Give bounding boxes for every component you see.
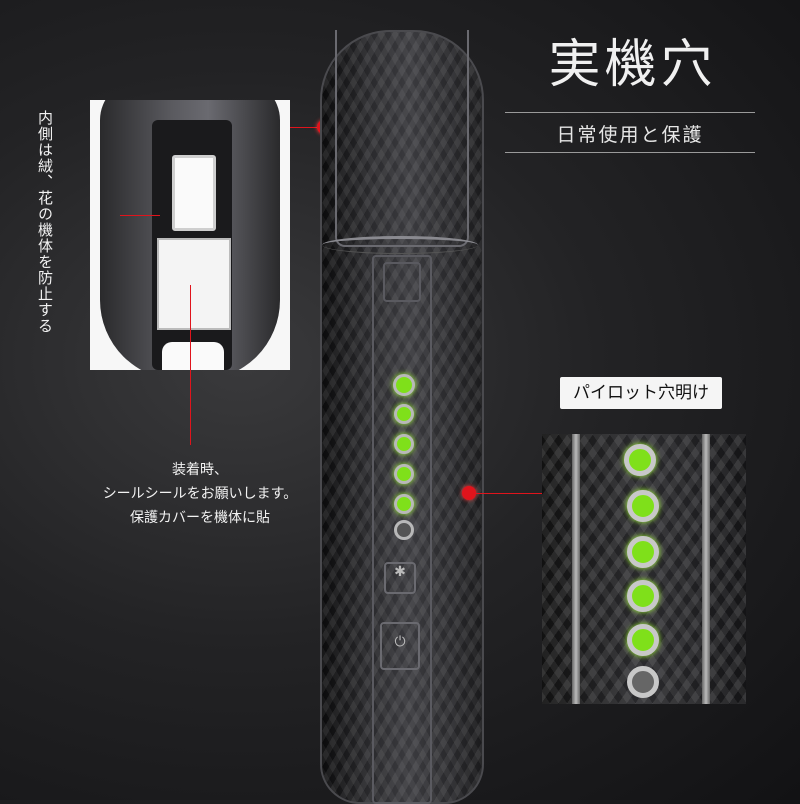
cover-window-middle — [157, 238, 231, 330]
page-subtitle: 日常使用と保護 — [556, 124, 704, 146]
device-led-2 — [394, 404, 414, 424]
closeup-led-5 — [627, 624, 659, 656]
device-fan-button: ✱ — [384, 562, 416, 594]
power-icon: ⏻ — [394, 634, 406, 650]
closeup-led-3 — [627, 536, 659, 568]
installation-note: 装着時、 シールシールをお願いします。 保護カバーを機体に貼 — [60, 458, 340, 530]
title-divider-bottom — [505, 152, 755, 153]
installation-note-line2: シールシールをお願いします。 — [102, 486, 298, 502]
led-closeup-image — [542, 434, 746, 704]
inner-closeup-image — [90, 100, 290, 370]
pilot-hole-label: パイロット穴明け — [560, 377, 722, 409]
cover-window-bottom — [162, 342, 224, 370]
device-mic-hole — [394, 520, 414, 540]
callout-line-inner — [120, 215, 160, 216]
inner-material-note: 内側は絨、花の機体を防止する — [36, 110, 54, 334]
closeup-mic-hole — [627, 666, 659, 698]
device-led-1 — [393, 374, 415, 396]
page-title: 実機穴 — [548, 35, 717, 95]
installation-note-line3: 保護カバーを機体に貼 — [130, 510, 270, 526]
device-top-button — [383, 262, 421, 302]
closeup-frame-right — [702, 434, 710, 704]
callout-line-vertical — [190, 285, 191, 445]
installation-note-line1: 装着時、 — [172, 462, 228, 478]
callout-dot-led — [462, 486, 476, 500]
closeup-led-2 — [627, 490, 659, 522]
cover-window-top — [172, 155, 216, 231]
device-led-4 — [394, 464, 414, 484]
callout-line-cap — [290, 127, 320, 128]
device-power-button: ⏻ — [380, 622, 420, 670]
callout-line-led — [476, 493, 542, 494]
device-led-5 — [394, 494, 414, 514]
closeup-frame-left — [572, 434, 580, 704]
title-divider-top — [505, 112, 755, 113]
fan-icon: ✱ — [394, 564, 406, 580]
closeup-led-1 — [624, 444, 656, 476]
device-cap-ring — [322, 236, 478, 254]
closeup-led-4 — [627, 580, 659, 612]
device-cap-outline — [335, 30, 469, 247]
device-led-3 — [394, 434, 414, 454]
